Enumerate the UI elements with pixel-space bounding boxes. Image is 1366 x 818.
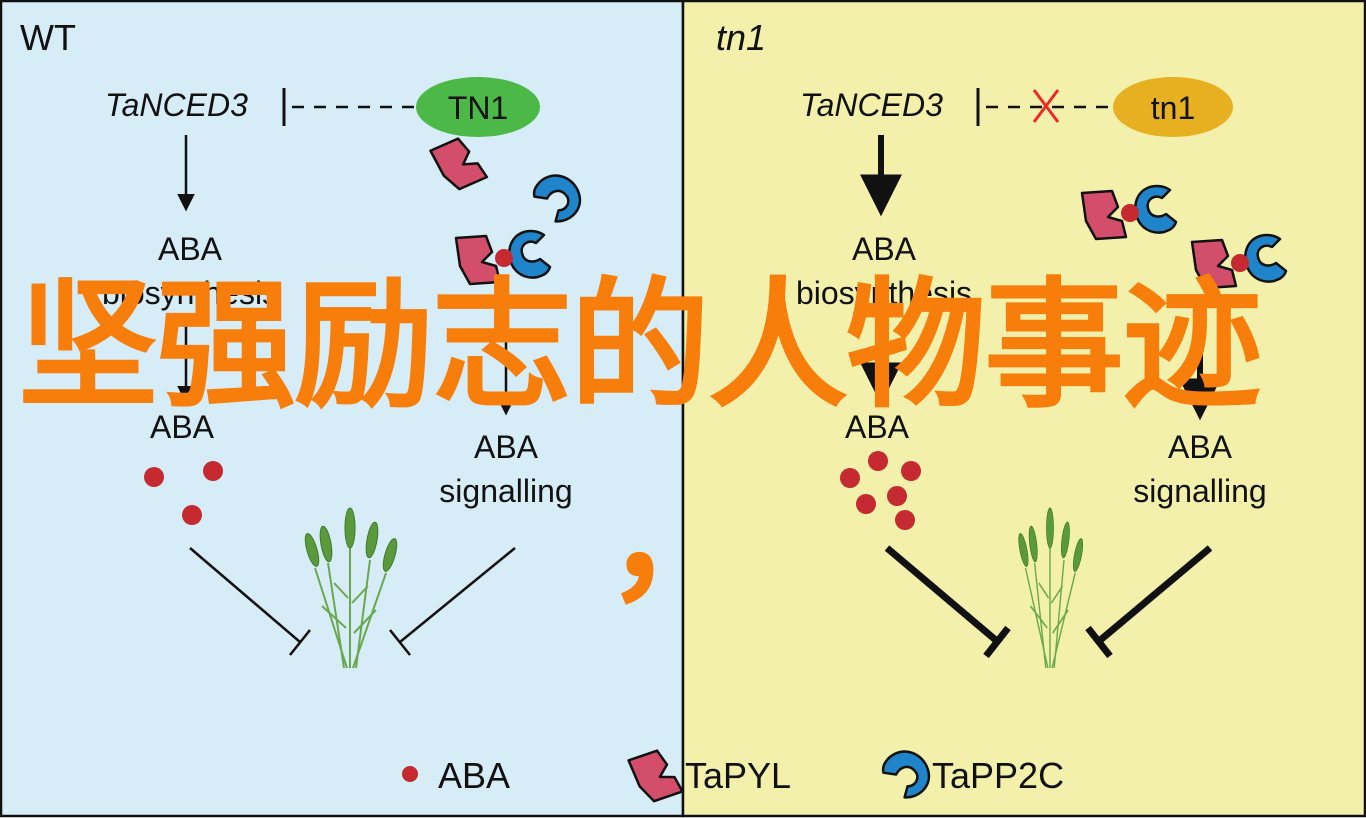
aba-dot bbox=[203, 461, 223, 481]
tn1-inhibition-left bbox=[884, 545, 1011, 659]
aba-dot-icon bbox=[402, 766, 418, 782]
wt-panel-title: WT bbox=[20, 17, 76, 58]
tn1-complex-aba-dot-2 bbox=[1231, 254, 1249, 272]
tn1-signalling-label-2: signalling bbox=[1133, 473, 1266, 509]
tn1-biosynthesis-label-2: biosynthesis bbox=[796, 275, 972, 311]
wt-signalling-label-2: signalling bbox=[439, 473, 572, 509]
tn1-aba-dots bbox=[840, 451, 921, 530]
wt-complex-aba-dot bbox=[495, 249, 513, 267]
tn1-aba-label: ABA bbox=[845, 409, 910, 445]
tn1-panel bbox=[681, 0, 1366, 818]
wt-panel bbox=[0, 0, 685, 818]
wt-aba-dots bbox=[144, 461, 223, 525]
tn1-complex-aba-dot-1 bbox=[1121, 204, 1139, 222]
aba-dot bbox=[895, 510, 915, 530]
aba-dot bbox=[182, 505, 202, 525]
tn1-gene-label: TaNCED3 bbox=[800, 87, 943, 123]
legend-label-tapp2c: TaPP2C bbox=[932, 755, 1064, 796]
wt-inhibition-left bbox=[189, 547, 311, 656]
aba-dot bbox=[856, 494, 876, 514]
tn1-broken-cross bbox=[1032, 89, 1060, 123]
tn1-inhibition-right bbox=[1085, 545, 1213, 659]
tn1-mutant-protein bbox=[1113, 77, 1233, 137]
wt-tn1-protein bbox=[416, 77, 540, 137]
legend-label-tapyl: TaPYL bbox=[685, 755, 791, 796]
wt-protein-label: TN1 bbox=[448, 90, 508, 126]
wt-biosynthesis-label-1: ABA bbox=[158, 231, 223, 267]
wt-biosynthesis-label-2: biosynthesis bbox=[102, 275, 278, 311]
aba-dot bbox=[840, 468, 860, 488]
legend: ABA TaPYL TaPP2C bbox=[402, 741, 1064, 807]
aba-dot bbox=[887, 486, 907, 506]
aba-dot bbox=[901, 461, 921, 481]
wt-inhibition-right bbox=[389, 547, 516, 656]
aba-dot bbox=[144, 467, 164, 487]
tn1-protein-label: tn1 bbox=[1151, 90, 1195, 126]
wt-aba-label: ABA bbox=[150, 409, 215, 445]
wt-gene-label: TaNCED3 bbox=[105, 87, 248, 123]
aba-dot bbox=[868, 451, 888, 471]
wt-signalling-label-1: ABA bbox=[474, 429, 539, 465]
tn1-biosynthesis-label-1: ABA bbox=[852, 231, 917, 267]
tn1-panel-title: tn1 bbox=[716, 17, 766, 58]
tn1-signalling-label-1: ABA bbox=[1168, 429, 1233, 465]
legend-label-aba: ABA bbox=[438, 755, 510, 796]
